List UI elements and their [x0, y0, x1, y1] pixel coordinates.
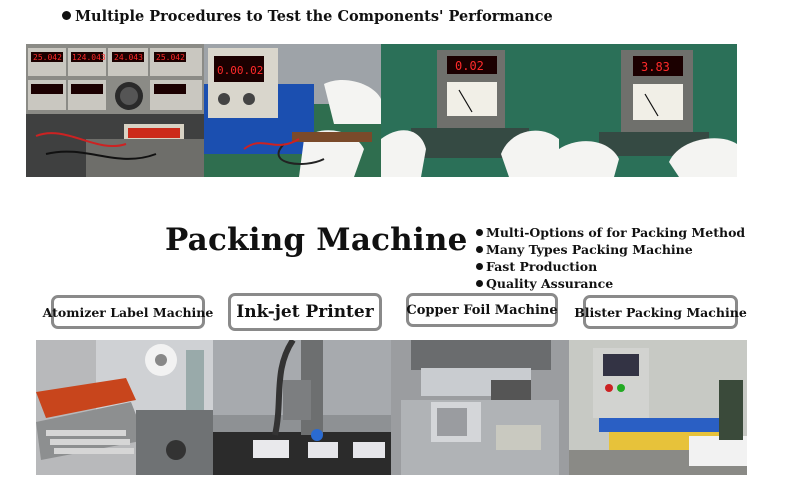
- meter-test-3-83-photo: 3.83: [559, 44, 737, 177]
- bullet-icon: [476, 229, 483, 236]
- bullet-icon: [476, 246, 483, 253]
- power-supply-testers-photo: 25.042 124.043 24.043 25.042: [26, 44, 204, 177]
- atomizer-label-machine-photo: [36, 340, 213, 475]
- testing-heading: Multiple Procedures to Test the Componen…: [62, 8, 553, 25]
- feature-text: Quality Assurance: [486, 276, 614, 291]
- power-supply-testers-image: 25.042 124.043 24.043 25.042: [26, 44, 204, 177]
- feature-text: Multi-Options of for Packing Method: [486, 225, 746, 240]
- dc-meter-reading: 0.00.02: [217, 64, 263, 77]
- bullet-icon: [476, 263, 483, 270]
- atomizer-label-machine-image: [36, 340, 213, 475]
- feature-item: Many Types Packing Machine: [476, 241, 745, 258]
- atomizer-label-machine-label: Atomizer Label Machine: [43, 295, 213, 329]
- packing-machine-title: Packing Machine: [165, 222, 468, 258]
- ink-jet-printer-label: Ink-jet Printer: [228, 293, 382, 331]
- blister-packing-machine-photo: [569, 340, 747, 475]
- packing-features-list: Multi-Options of for Packing Method Many…: [476, 224, 745, 292]
- meter-3-83-image: 3.83: [559, 44, 737, 177]
- testing-heading-text: Multiple Procedures to Test the Componen…: [75, 8, 553, 25]
- copper-foil-machine-photo: [391, 340, 569, 475]
- dc-power-supply-image: 0.00.02: [204, 44, 381, 177]
- blister-packing-machine-image: [569, 340, 747, 475]
- blister-packing-machine-label: Blister Packing Machine: [574, 295, 747, 329]
- meter-reading-3-83: 3.83: [641, 60, 670, 74]
- copper-foil-machine-image: [391, 340, 569, 475]
- copper-foil-machine-label: Copper Foil Machine: [406, 293, 558, 327]
- bullet-icon: [476, 280, 483, 287]
- meter-reading-0-02: 0.02: [455, 59, 484, 73]
- meter-0-02-image: 0.02: [381, 44, 559, 177]
- ink-jet-printer-image: [213, 340, 391, 475]
- meter-reading-1: 25.042: [33, 53, 62, 62]
- meter-reading-3: 24.043: [114, 53, 143, 62]
- feature-text: Many Types Packing Machine: [486, 242, 693, 257]
- ink-jet-printer-photo: [213, 340, 391, 475]
- meter-reading-4: 25.042: [156, 53, 185, 62]
- feature-item: Multi-Options of for Packing Method: [476, 224, 745, 241]
- meter-reading-2: 124.043: [72, 53, 106, 62]
- meter-test-0-02-photo: 0.02: [381, 44, 559, 177]
- bullet-icon: [62, 11, 71, 20]
- dc-power-supply-test-photo: 0.00.02: [204, 44, 381, 177]
- feature-text: Fast Production: [486, 259, 598, 274]
- feature-item: Fast Production: [476, 258, 745, 275]
- feature-item: Quality Assurance: [476, 275, 745, 292]
